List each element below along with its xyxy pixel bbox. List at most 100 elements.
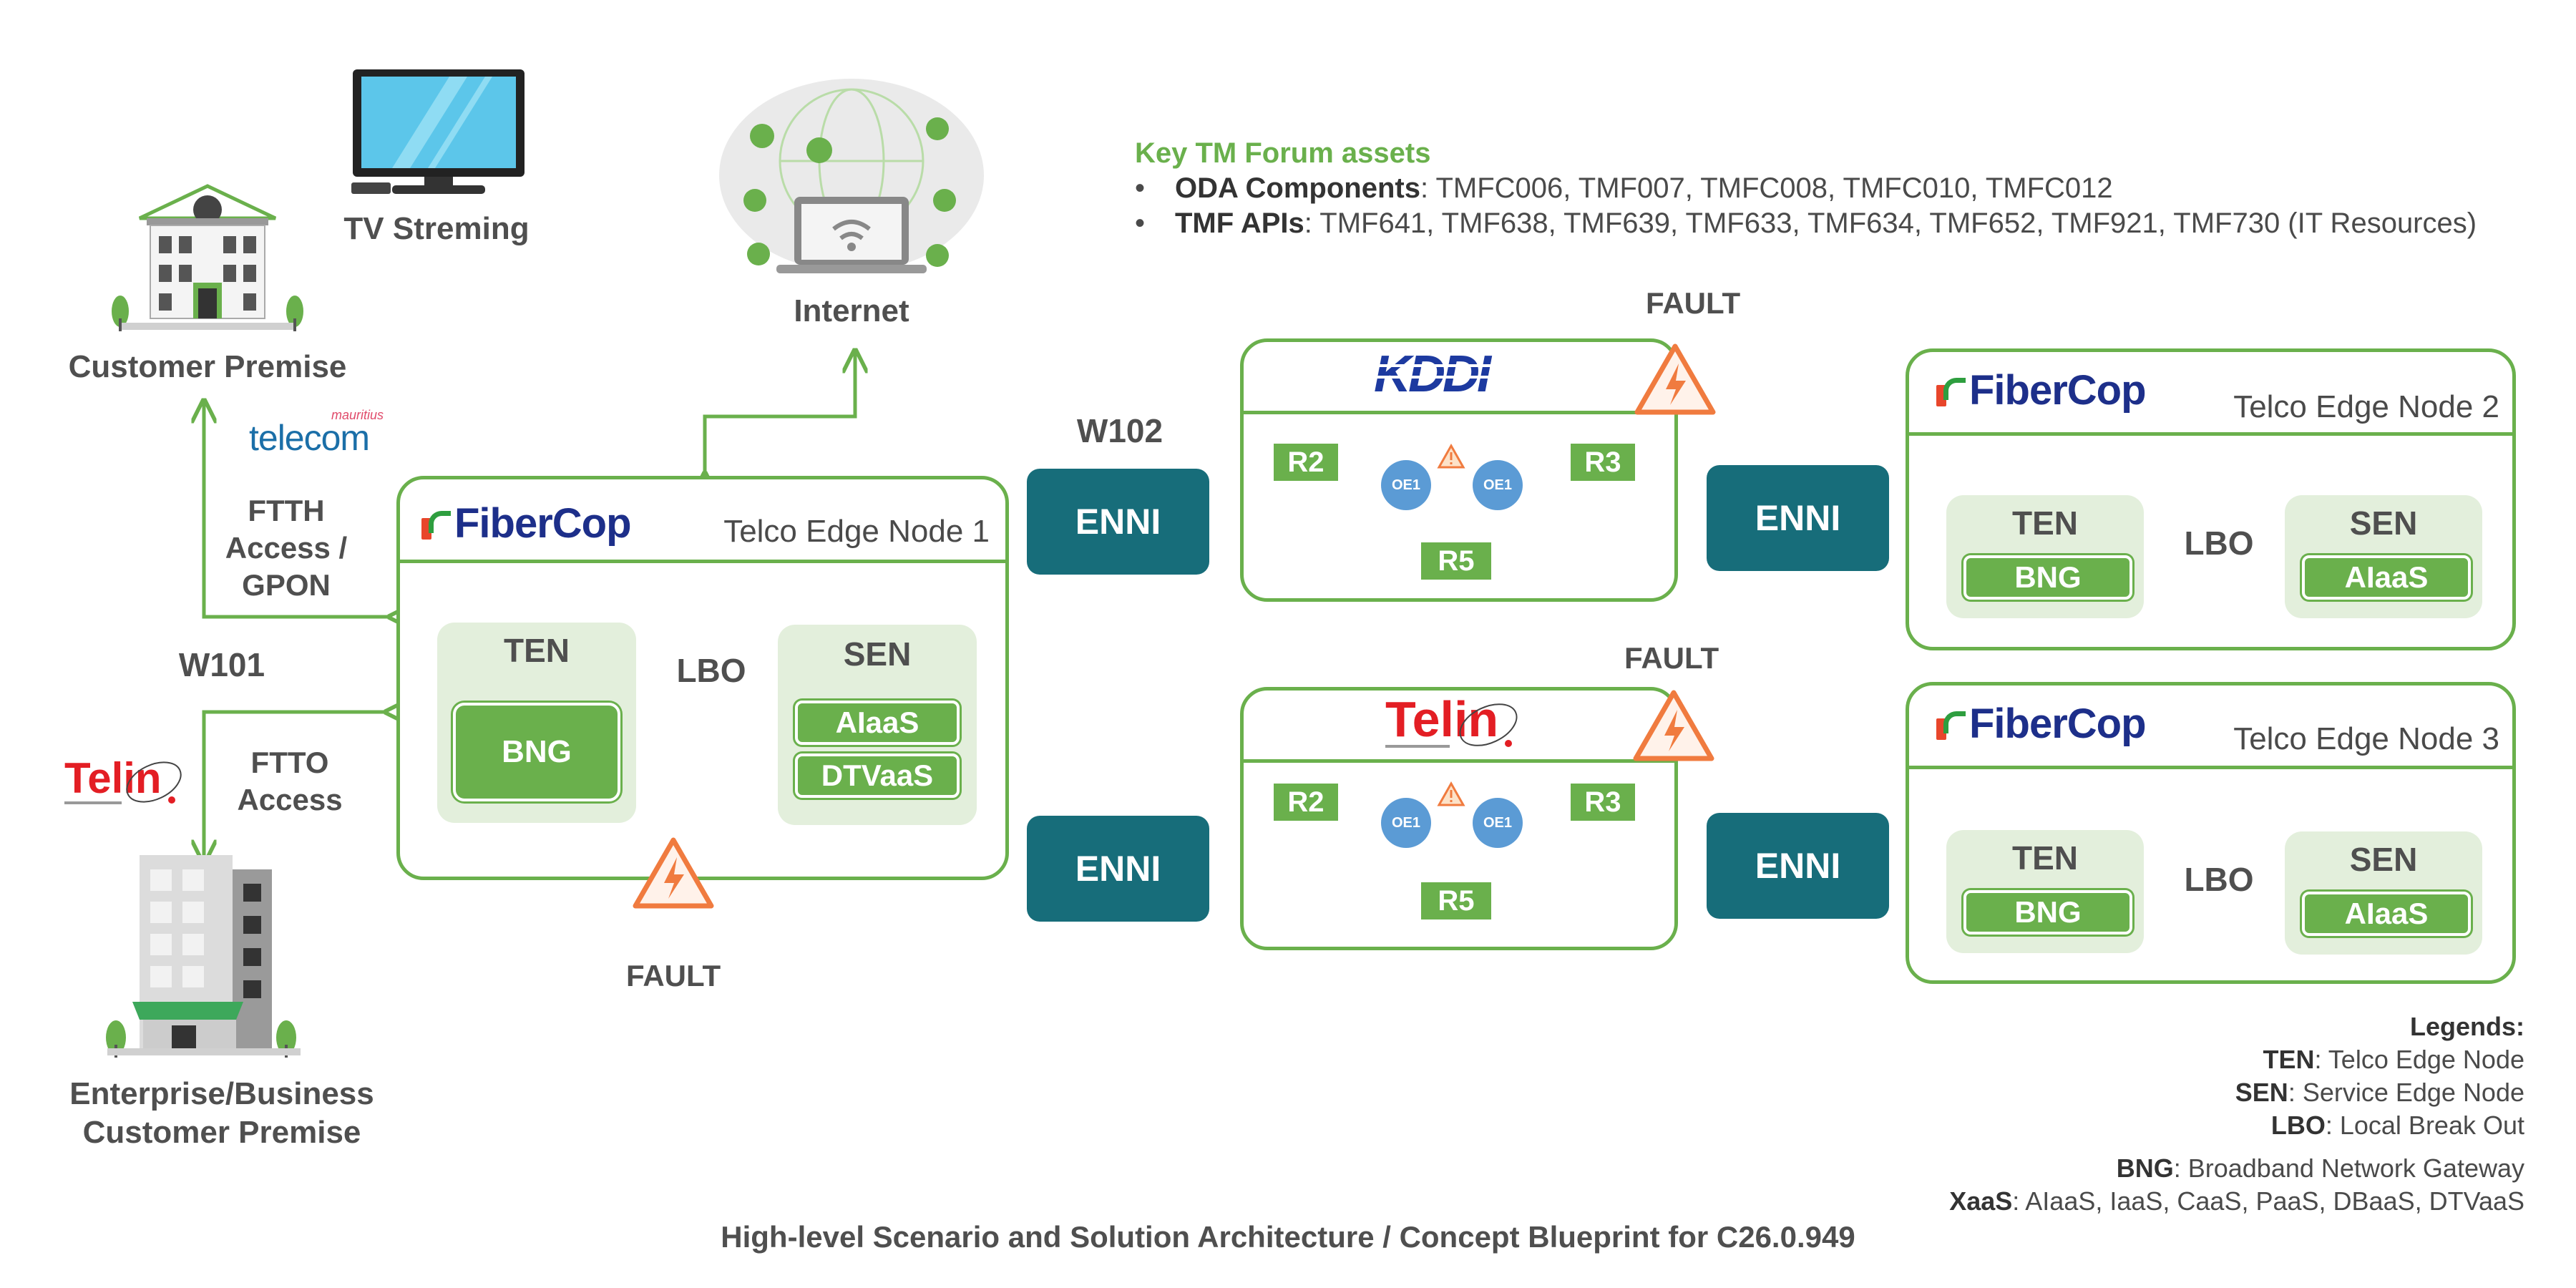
assets-heading: Key TM Forum assets: [1135, 137, 1431, 169]
legend-key: SEN: [2235, 1078, 2288, 1107]
ftth-link: [204, 401, 390, 617]
customer-premise-label: Customer Premise: [68, 349, 347, 384]
ten-panel: TEN BNG: [1946, 495, 2144, 618]
enni-box-1: ENNI: [1027, 469, 1209, 575]
telco-edge-node-2: FiberCop Telco Edge Node 2 TEN BNG LBO S…: [1906, 348, 2516, 650]
fibercop-mark-icon: [1936, 375, 1966, 406]
fibercop-mark-icon: [1936, 708, 1966, 740]
tmf-assets: Key TM Forum assets •ODA Components: TMF…: [1135, 137, 2477, 240]
legend-value: : Broadband Network Gateway: [2173, 1153, 2524, 1183]
fibercop-logo: FiberCop: [1936, 366, 2147, 414]
legend-key: TEN: [2263, 1045, 2315, 1074]
sen-panel: SEN AIaaS: [2285, 831, 2482, 955]
legend-value: : Telco Edge Node: [2314, 1045, 2524, 1074]
enterprise-line-2: Customer Premise: [82, 1115, 361, 1150]
telecom-logo-small: mauritius: [331, 408, 384, 422]
lbo-label: LBO: [676, 652, 746, 689]
brand-name: FiberCop: [1969, 367, 2147, 414]
assets-item-apis: • TMF APIs: TMF641, TMF638, TMF639, TMF63…: [1135, 208, 2477, 240]
node-title: Telco Edge Node 3: [2233, 721, 2499, 756]
oe1-node-a: OE1: [1381, 798, 1431, 848]
ftto-line-1: FTTO: [250, 746, 329, 779]
link-warning-icon: [1437, 781, 1465, 806]
legend-row-sen: SEN: Service Edge Node: [1949, 1076, 2524, 1109]
telin-logo-network: Telin: [1385, 691, 1518, 748]
customer-premise-icon: [112, 184, 303, 331]
lbo-label: LBO: [2184, 525, 2254, 562]
bng-box: BNG: [1963, 890, 2132, 935]
telecom-logo-word: telecom: [249, 418, 370, 458]
ftto-label: FTTO Access: [218, 744, 361, 819]
enni-box-3: ENNI: [1707, 465, 1889, 571]
ten-panel: TEN BNG: [1946, 830, 2144, 953]
router-r3: R3: [1571, 784, 1635, 821]
sen-title: SEN: [2349, 841, 2418, 878]
divider: [1909, 766, 2512, 769]
router-r3: R3: [1571, 444, 1635, 481]
apis-value: : TMF641, TMF638, TMF639, TMF633, TMF634…: [1304, 208, 2477, 239]
enni-box-4: ENNI: [1707, 813, 1889, 919]
ftto-line-2: Access: [237, 783, 343, 816]
fault-label-telin: FAULT: [1624, 641, 1719, 675]
ftto-link: [204, 712, 386, 862]
w101-label: W101: [178, 646, 265, 683]
fibercop-logo: FiberCop: [421, 499, 632, 547]
node-title: Telco Edge Node 2: [2233, 389, 2499, 424]
internet-link: [705, 351, 855, 474]
telin-left-text: Telin: [64, 754, 162, 802]
sen-title: SEN: [843, 635, 912, 673]
diagram-caption: High-level Scenario and Solution Archite…: [721, 1220, 1855, 1254]
link-warning-icon: [1437, 444, 1465, 469]
divider: [1909, 432, 2512, 436]
ftth-line-1: FTTH: [248, 494, 325, 527]
sen-panel: SEN AIaaS DTVaaS: [778, 625, 977, 825]
router-r2: R2: [1274, 444, 1338, 481]
legend: Legends: TEN: Telco Edge Node SEN: Servi…: [1949, 1010, 2524, 1218]
fault-label-node1: FAULT: [626, 959, 721, 992]
ten-title: TEN: [2012, 839, 2078, 877]
ten-title: TEN: [2012, 504, 2078, 542]
legend-value: : Local Break Out: [2325, 1111, 2524, 1140]
telco-edge-node-3: FiberCop Telco Edge Node 3 TEN BNG LBO S…: [1906, 682, 2516, 984]
legend-heading: Legends:: [2409, 1012, 2524, 1041]
brand-name: FiberCop: [454, 500, 632, 547]
kddi-logo: KDDI: [1374, 347, 1517, 403]
internet-icon: [719, 79, 984, 273]
legend-row-xaas: XaaS: AIaaS, IaaS, CaaS, PaaS, DBaaS, DT…: [1949, 1185, 2524, 1218]
router-r2: R2: [1274, 784, 1338, 821]
legend-value: : Service Edge Node: [2288, 1078, 2524, 1107]
sen-service-dtvaas: DTVaaS: [795, 753, 960, 798]
fibercop-logo: FiberCop: [1936, 700, 2147, 748]
enterprise-building-icon: [106, 855, 301, 1058]
router-r5: R5: [1421, 542, 1491, 580]
kddi-text: KDDI: [1374, 347, 1493, 403]
enterprise-label: Enterprise/Business Customer Premise: [43, 1075, 401, 1152]
internet-label: Internet: [794, 293, 909, 328]
telin-net-text: Telin: [1385, 691, 1498, 747]
fibercop-mark-icon: [421, 508, 451, 540]
w102-label: W102: [1076, 412, 1163, 449]
bullet: •: [1135, 172, 1146, 204]
divider: [1244, 411, 1674, 414]
telco-edge-node-1: FiberCop Telco Edge Node 1 TEN BNG LBO S…: [396, 476, 1009, 880]
bullet: •: [1135, 208, 1146, 239]
legend-row-bng: BNG: Broadband Network Gateway: [1949, 1152, 2524, 1185]
router-r5: R5: [1421, 882, 1491, 919]
legend-row-lbo: LBO: Local Break Out: [1949, 1109, 2524, 1142]
legend-key: LBO: [2270, 1111, 2326, 1140]
apis-key: TMF APIs: [1175, 208, 1304, 239]
fault-label-kddi: FAULT: [1646, 286, 1741, 320]
legend-row-ten: TEN: Telco Edge Node: [1949, 1043, 2524, 1076]
ftth-label: FTTH Access / GPON: [215, 492, 358, 604]
bng-box: BNG: [453, 703, 620, 801]
enni-box-2: ENNI: [1027, 816, 1209, 922]
fault-warning-icon: [1634, 343, 1716, 415]
oe1-node-a: OE1: [1381, 460, 1431, 510]
ten-panel: TEN BNG: [437, 623, 636, 823]
enterprise-line-1: Enterprise/Business: [69, 1076, 374, 1111]
ten-title: TEN: [504, 632, 570, 669]
legend-value: : AIaaS, IaaS, CaaS, PaaS, DBaaS, DTVaaS: [2012, 1186, 2524, 1216]
oe1-node-b: OE1: [1473, 460, 1523, 510]
brand-name: FiberCop: [1969, 701, 2147, 747]
divider: [1244, 759, 1674, 763]
